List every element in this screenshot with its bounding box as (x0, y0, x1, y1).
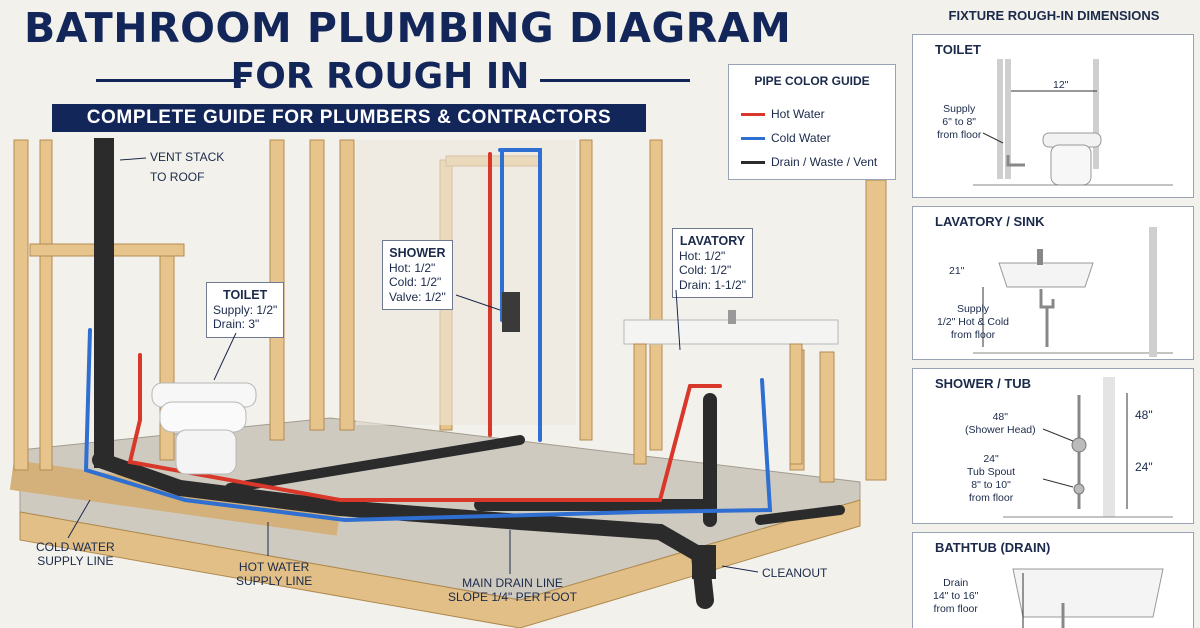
pipe-color-legend: PIPE COLOR GUIDE Hot Water Cold Water Dr… (728, 64, 896, 180)
hot-supply-label: HOT WATER SUPPLY LINE (236, 560, 313, 588)
page-title: BATHROOM PLUMBING DIAGRAM (24, 4, 792, 52)
toilet-callout-title: TOILET (223, 288, 268, 302)
bathtub-dim-drain: Drain 14" to 16" from floor (933, 577, 979, 615)
shower-dim-right-48: 48" (1135, 408, 1153, 422)
bathtub-dim-drawing (1012, 568, 1164, 628)
bathtub-dimensions-card: BATHTUB (DRAIN) Drain 14" to 16" from fl… (912, 532, 1194, 628)
bathtub-dim-title: BATHTUB (DRAIN) (935, 540, 1051, 555)
vent-stack-label: VENT STACK TO ROOF (150, 150, 225, 184)
lavatory-dim-supply: Supply 1/2" Hot & Cold from floor (937, 303, 1010, 341)
title-rule-right (540, 79, 690, 82)
shower-dim-head: 48" (Shower Head) (965, 411, 1036, 436)
toilet-dim-supply: Supply 6" to 8" from floor (937, 103, 982, 141)
dimensions-panel-title: FIXTURE ROUGH-IN DIMENSIONS (948, 8, 1160, 23)
page-title-line2: FOR ROUGH IN (230, 56, 530, 97)
legend-swatch-dwv (741, 161, 765, 165)
plumbing-scene (9, 138, 887, 628)
title-line2: FOR ROUGH IN (40, 56, 720, 102)
toilet-dim-offset: 12" (1053, 79, 1069, 91)
lavatory-dim-height: 21" (949, 265, 965, 277)
lavatory-callout: LAVATORY Hot: 1/2" Cold: 1/2" Drain: 1-1… (672, 228, 753, 298)
legend-item-dwv: Drain / Waste / Vent (741, 155, 877, 169)
hot-supply (127, 152, 722, 502)
toilet-dim-drawing (973, 59, 1173, 186)
shower-callout: SHOWER Hot: 1/2" Cold: 1/2" Valve: 1/2" (382, 240, 453, 310)
lavatory-callout-title: LAVATORY (679, 234, 746, 248)
toilet-callout: TOILET Supply: 1/2" Drain: 3" (206, 282, 285, 338)
toilet-illustration (151, 382, 257, 475)
shower-dim-title: SHOWER / TUB (935, 376, 1032, 391)
cleanout-label: CLEANOUT (762, 566, 828, 580)
shower-dimensions-card: SHOWER / TUB 48" (Shower Head) 24" Tub S… (912, 368, 1194, 524)
page-subtitle: COMPLETE GUIDE FOR PLUMBERS & CONTRACTOR… (52, 104, 646, 132)
legend-swatch-hot (741, 113, 765, 117)
toilet-dimensions-card: TOILET 12" Supply 6" to 8" from floor (912, 34, 1194, 198)
title-rule-left (96, 79, 246, 82)
cold-supply-label: COLD WATER SUPPLY LINE (36, 540, 115, 568)
lavatory-dimensions-card: LAVATORY / SINK 21" Supply 1/2" Hot & Co… (912, 206, 1194, 360)
vanity-illustration (623, 310, 839, 465)
shower-dim-drawing (1003, 377, 1173, 518)
toilet-dim-title: TOILET (935, 42, 981, 57)
legend-title: PIPE COLOR GUIDE (754, 74, 870, 88)
lavatory-dim-title: LAVATORY / SINK (935, 214, 1045, 229)
legend-item-cold: Cold Water (741, 131, 831, 145)
shower-callout-title: SHOWER (389, 246, 446, 260)
shower-valve (502, 292, 520, 332)
legend-item-hot: Hot Water (741, 107, 825, 121)
legend-swatch-cold (741, 137, 765, 141)
cleanout-cap (692, 545, 716, 579)
vent-stack (94, 138, 114, 468)
main-drain-label: MAIN DRAIN LINE SLOPE 1/4" PER FOOT (448, 576, 577, 604)
shower-dim-spout: 24" Tub Spout 8" to 10" from floor (967, 453, 1016, 504)
lavatory-dim-drawing (973, 227, 1173, 357)
shower-dim-right-24: 24" (1135, 460, 1153, 474)
